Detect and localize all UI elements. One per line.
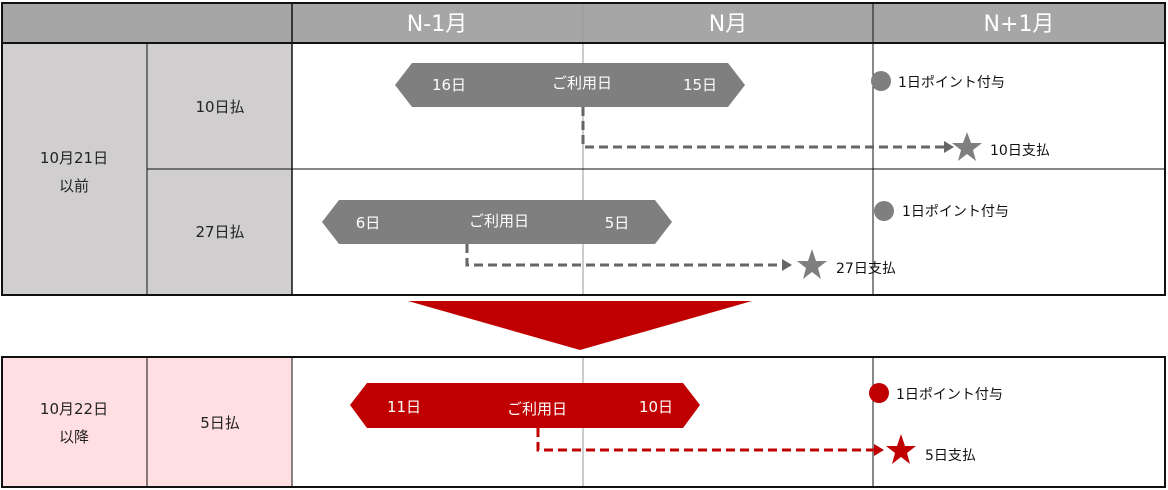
bar-start: 6日 (356, 214, 381, 232)
dashed-arrow (465, 244, 784, 267)
payment-label-5: 5日払 (200, 414, 240, 432)
after-period-label: 10月22日 (40, 400, 108, 418)
payment-day-label: 10日支払 (990, 143, 1050, 159)
payment-day-label: 27日支払 (836, 261, 896, 277)
point-label: 1日ポイント付与 (898, 75, 1005, 91)
payment-day-label: 5日支払 (925, 448, 976, 464)
down-arrow-icon (408, 301, 752, 350)
bar-middle: ご利用日 (507, 400, 567, 418)
bar-middle: ご利用日 (552, 74, 612, 92)
bar-end: 15日 (683, 76, 717, 94)
star-icon (886, 434, 916, 464)
bar-middle: ご利用日 (469, 212, 529, 230)
point-label: 1日ポイント付与 (896, 387, 1003, 403)
arrow-head-icon (874, 444, 884, 456)
dashed-arrow (536, 428, 874, 452)
star-icon (797, 249, 827, 279)
arrow-head-icon (782, 259, 792, 271)
payment-label-10: 10日払 (195, 98, 244, 116)
star-icon (952, 132, 982, 161)
point-label: 1日ポイント付与 (902, 204, 1009, 220)
dashed-arrow (581, 107, 945, 149)
before-period-label-2: 以前 (59, 177, 89, 195)
circle-icon (869, 383, 889, 403)
arrow-head-icon (944, 141, 954, 153)
bar-start: 11日 (387, 398, 421, 416)
before-period-label: 10月21日 (40, 149, 108, 167)
after-period-label-2: 以降 (59, 428, 89, 446)
usage-period-bar-5 (350, 383, 700, 428)
header-col-month: N月 (709, 12, 747, 37)
bar-end: 10日 (639, 398, 673, 416)
usage-period-bar-10 (395, 63, 745, 107)
payment-label-27: 27日払 (195, 223, 244, 241)
usage-period-bar-27 (322, 200, 672, 244)
header-col-prev-month: N-1月 (407, 12, 467, 37)
header-col-next-month: N+1月 (984, 12, 1055, 37)
circle-icon (871, 71, 891, 91)
bar-start: 16日 (432, 76, 466, 94)
bar-end: 5日 (605, 214, 630, 232)
circle-icon (874, 201, 894, 221)
